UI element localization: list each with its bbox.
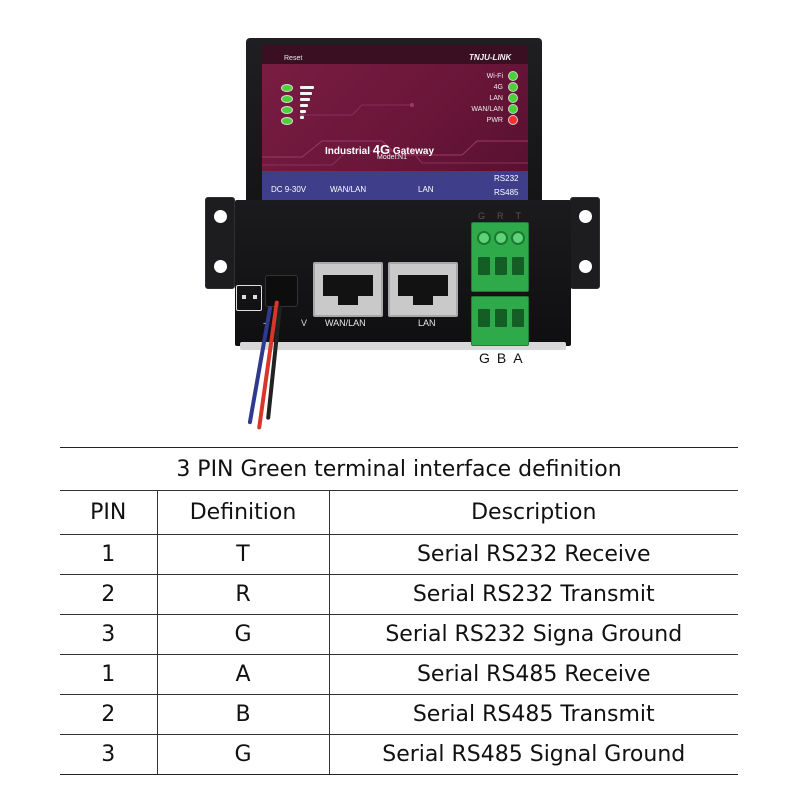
rs485-pin-letters: G B A xyxy=(479,350,523,366)
power-connector xyxy=(265,275,298,307)
lan-port-label: LAN xyxy=(418,318,436,328)
cell-description: Serial RS485 Transmit xyxy=(328,694,738,735)
table-row: 3 G Serial RS485 Signal Ground xyxy=(60,734,738,775)
led-icon xyxy=(508,115,518,125)
cell-definition: G xyxy=(156,734,329,775)
table-row: 2 B Serial RS485 Transmit xyxy=(60,694,738,735)
title-highlight: 4G xyxy=(372,142,391,157)
header-definition: Definition xyxy=(156,490,329,535)
panel-label-rs232: RS232 xyxy=(494,174,519,183)
indicator-4g: 4G xyxy=(494,82,518,92)
table-row: 1 T Serial RS232 Receive xyxy=(60,534,738,575)
signal-bar-3 xyxy=(300,98,310,101)
signal-bar-6 xyxy=(300,116,304,119)
signal-led-3 xyxy=(281,106,293,114)
header-description: Description xyxy=(328,490,738,535)
indicator-label: 4G xyxy=(493,83,503,91)
rs232-pin-letters: G R T xyxy=(478,211,521,221)
gateway-label-panel xyxy=(262,45,528,201)
product-title: Industrial 4G Gateway xyxy=(325,142,434,157)
pin-letter: T xyxy=(515,211,522,221)
cell-definition: B xyxy=(156,694,329,735)
cell-definition: T xyxy=(156,534,329,575)
mounting-ear-left xyxy=(205,197,235,289)
pin-definition-table: 3 PIN Green terminal interface definitio… xyxy=(60,447,738,775)
power-plus-label: V xyxy=(301,318,308,328)
led-icon xyxy=(508,93,518,103)
pin-letter: A xyxy=(513,350,523,366)
header-pin: PIN xyxy=(60,490,157,535)
mounting-ear-right xyxy=(570,197,600,289)
table-row: 2 R Serial RS232 Transmit xyxy=(60,574,738,615)
table-header-row: PIN Definition Description xyxy=(60,490,738,535)
cell-description: Serial RS232 Transmit xyxy=(328,574,738,615)
pin-letter: G xyxy=(478,211,486,221)
cell-definition: G xyxy=(156,614,329,655)
brand-logo: TNJU-LINK xyxy=(469,53,512,62)
signal-led-4 xyxy=(281,117,293,125)
cell-pin: 1 xyxy=(60,654,157,695)
led-icon xyxy=(508,71,518,81)
signal-bar-1 xyxy=(300,86,314,89)
title-prefix: Industrial xyxy=(325,146,371,157)
indicator-wifi: Wi-Fi xyxy=(487,71,518,81)
table-row: 1 A Serial RS485 Receive xyxy=(60,654,738,695)
indicator-lan: LAN xyxy=(489,93,518,103)
led-icon xyxy=(508,82,518,92)
pin-letter: R xyxy=(497,211,504,221)
cell-pin: 2 xyxy=(60,574,157,615)
wan-lan-port xyxy=(313,262,383,317)
indicator-pwr: PWR xyxy=(487,115,518,125)
panel-label-power: DC 9-30V xyxy=(271,185,307,194)
signal-led-2 xyxy=(281,95,293,103)
cell-description: Serial RS232 Receive xyxy=(328,534,738,575)
cell-pin: 1 xyxy=(60,534,157,575)
led-icon xyxy=(508,104,518,114)
cell-description: Serial RS485 Receive xyxy=(328,654,738,695)
signal-bar-5 xyxy=(300,110,306,113)
signal-bar-4 xyxy=(300,104,308,107)
rs232-terminal-block xyxy=(471,222,529,292)
gateway-product-image: Reset TNJU-LINK Wi-Fi 4G LAN WAN/LAN PWR… xyxy=(205,38,600,430)
power-minus-label: - xyxy=(263,318,266,328)
indicator-label: PWR xyxy=(486,116,503,124)
panel-label-rs485: RS485 xyxy=(494,188,519,197)
cell-pin: 2 xyxy=(60,694,157,735)
signal-led-1 xyxy=(281,84,293,92)
table-row: 3 G Serial RS232 Signa Ground xyxy=(60,614,738,655)
rs485-terminal-block xyxy=(471,296,529,346)
cell-definition: A xyxy=(156,654,329,695)
cell-description: Serial RS485 Signal Ground xyxy=(328,734,738,775)
indicator-wan-lan: WAN/LAN xyxy=(471,104,518,114)
title-suffix: Gateway xyxy=(392,146,435,157)
cell-pin: 3 xyxy=(60,734,157,775)
cell-definition: R xyxy=(156,574,329,615)
reset-label: Reset xyxy=(284,55,303,62)
indicator-label: Wi-Fi xyxy=(486,72,503,80)
pin-letter: B xyxy=(496,350,507,366)
wan-lan-port-label: WAN/LAN xyxy=(325,318,366,328)
model-label: Model:N1 xyxy=(377,154,407,161)
lan-port xyxy=(388,262,458,317)
panel-label-lan: LAN xyxy=(418,185,434,194)
pin-letter: G xyxy=(479,350,490,366)
indicator-label: LAN xyxy=(489,94,503,102)
power-polarity-icon xyxy=(236,285,262,311)
signal-bar-2 xyxy=(300,92,312,95)
indicator-label: WAN/LAN xyxy=(471,105,503,113)
panel-label-wan: WAN/LAN xyxy=(330,185,367,194)
table-title: 3 PIN Green terminal interface definitio… xyxy=(60,447,738,491)
cell-pin: 3 xyxy=(60,614,157,655)
cell-description: Serial RS232 Signa Ground xyxy=(328,614,738,655)
